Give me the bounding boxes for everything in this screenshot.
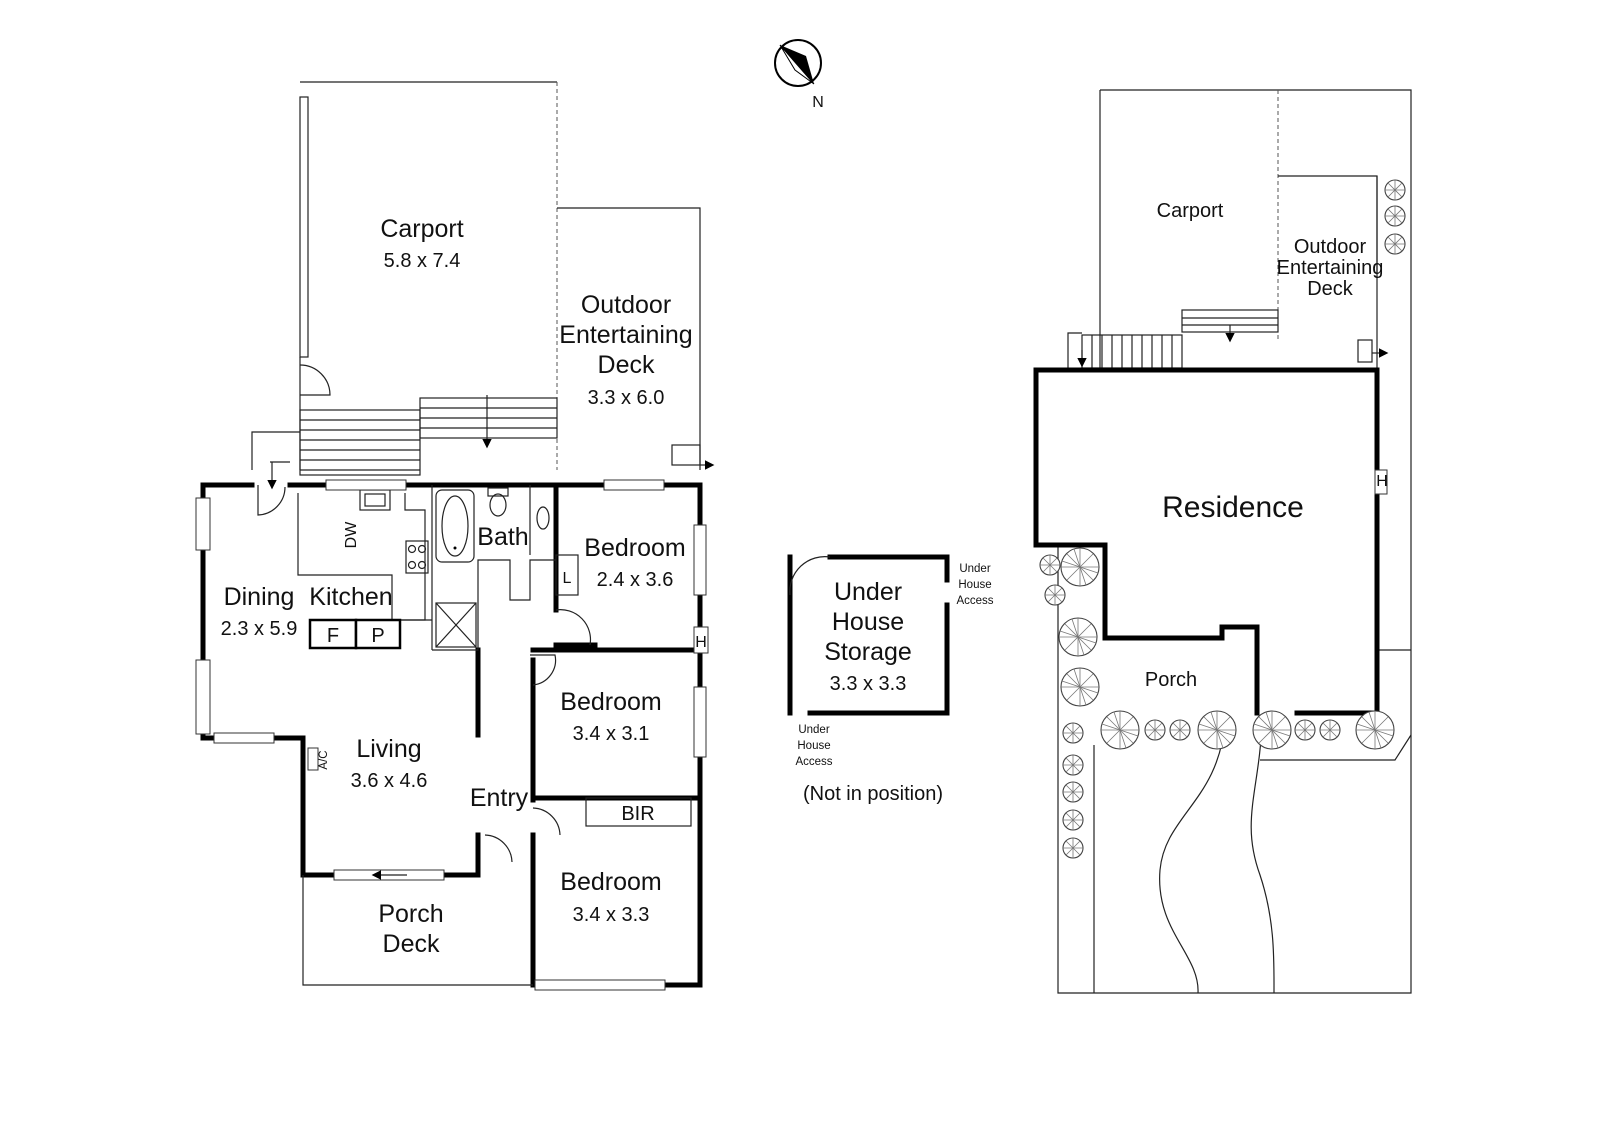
storage-label-line1: Under — [834, 578, 902, 606]
access-top-line1: Under — [959, 563, 990, 575]
hot-water-label: H — [695, 634, 707, 651]
main-floor-plan: Carport 5.8 x 7.4 Outdoor Entertaining D… — [195, 81, 715, 991]
deck-label-line1: Outdoor — [581, 291, 671, 319]
dishwasher-label: DW — [343, 521, 360, 549]
bedroom-2-label: Bedroom — [560, 688, 661, 716]
site-deck-label-line2: Entertaining — [1277, 257, 1384, 279]
access-bottom-line3: Access — [795, 756, 832, 768]
bath-label: Bath — [477, 523, 528, 551]
carport-stairs — [251, 409, 421, 490]
deck-label-line2: Entertaining — [559, 321, 692, 349]
storage-label-line3: Storage — [824, 638, 912, 666]
bedroom-1-dimensions: 2.4 x 3.6 — [597, 569, 674, 591]
living-dimensions: 3.6 x 4.6 — [351, 770, 428, 792]
carport-label: Carport — [380, 215, 463, 243]
storage-dimensions: 3.3 x 3.3 — [830, 673, 907, 695]
site-deck-label-line3: Deck — [1307, 278, 1354, 300]
access-bottom-line2: House — [797, 740, 830, 752]
under-house-storage: Under House Storage 3.3 x 3.3 Under Hous… — [787, 554, 994, 805]
entry-label: Entry — [470, 784, 529, 812]
deck-label-line3: Deck — [598, 351, 655, 379]
site-porch-label: Porch — [1145, 669, 1197, 691]
bedroom-3-dimensions: 3.4 x 3.3 — [573, 904, 650, 926]
bedroom-2-dimensions: 3.4 x 3.1 — [573, 723, 650, 745]
site-carport-label: Carport — [1157, 200, 1224, 222]
laundry-label: L — [563, 570, 572, 587]
site-hot-water-label: H — [1376, 473, 1388, 490]
dining-label: Dining — [224, 583, 295, 611]
access-bottom-line1: Under — [798, 724, 829, 736]
ac-label: A/C — [318, 750, 330, 769]
site-plan: H Carp — [1033, 89, 1412, 994]
storage-label-line2: House — [832, 608, 904, 636]
kitchen-label: Kitchen — [309, 583, 392, 611]
porch-deck-label-line2: Deck — [383, 930, 440, 958]
deck-dimensions: 3.3 x 6.0 — [588, 387, 665, 409]
bedroom-3-label: Bedroom — [560, 868, 661, 896]
pantry-label: P — [371, 625, 384, 647]
residence-label: Residence — [1162, 491, 1304, 524]
compass: N — [774, 39, 824, 111]
deck-stairs — [419, 395, 558, 449]
porch-deck-label-line1: Porch — [378, 900, 443, 928]
fridge-label: F — [327, 625, 339, 647]
compass-north-label: N — [812, 94, 824, 111]
access-top-line3: Access — [956, 595, 993, 607]
dining-dimensions: 2.3 x 5.9 — [221, 618, 298, 640]
access-top-line2: House — [958, 579, 991, 591]
bedroom-1-label: Bedroom — [584, 534, 685, 562]
carport-dimensions: 5.8 x 7.4 — [384, 250, 461, 272]
bir-label: BIR — [621, 803, 654, 825]
site-deck-label-line1: Outdoor — [1294, 236, 1367, 258]
not-in-position-note: (Not in position) — [803, 783, 943, 805]
living-label: Living — [356, 735, 421, 763]
